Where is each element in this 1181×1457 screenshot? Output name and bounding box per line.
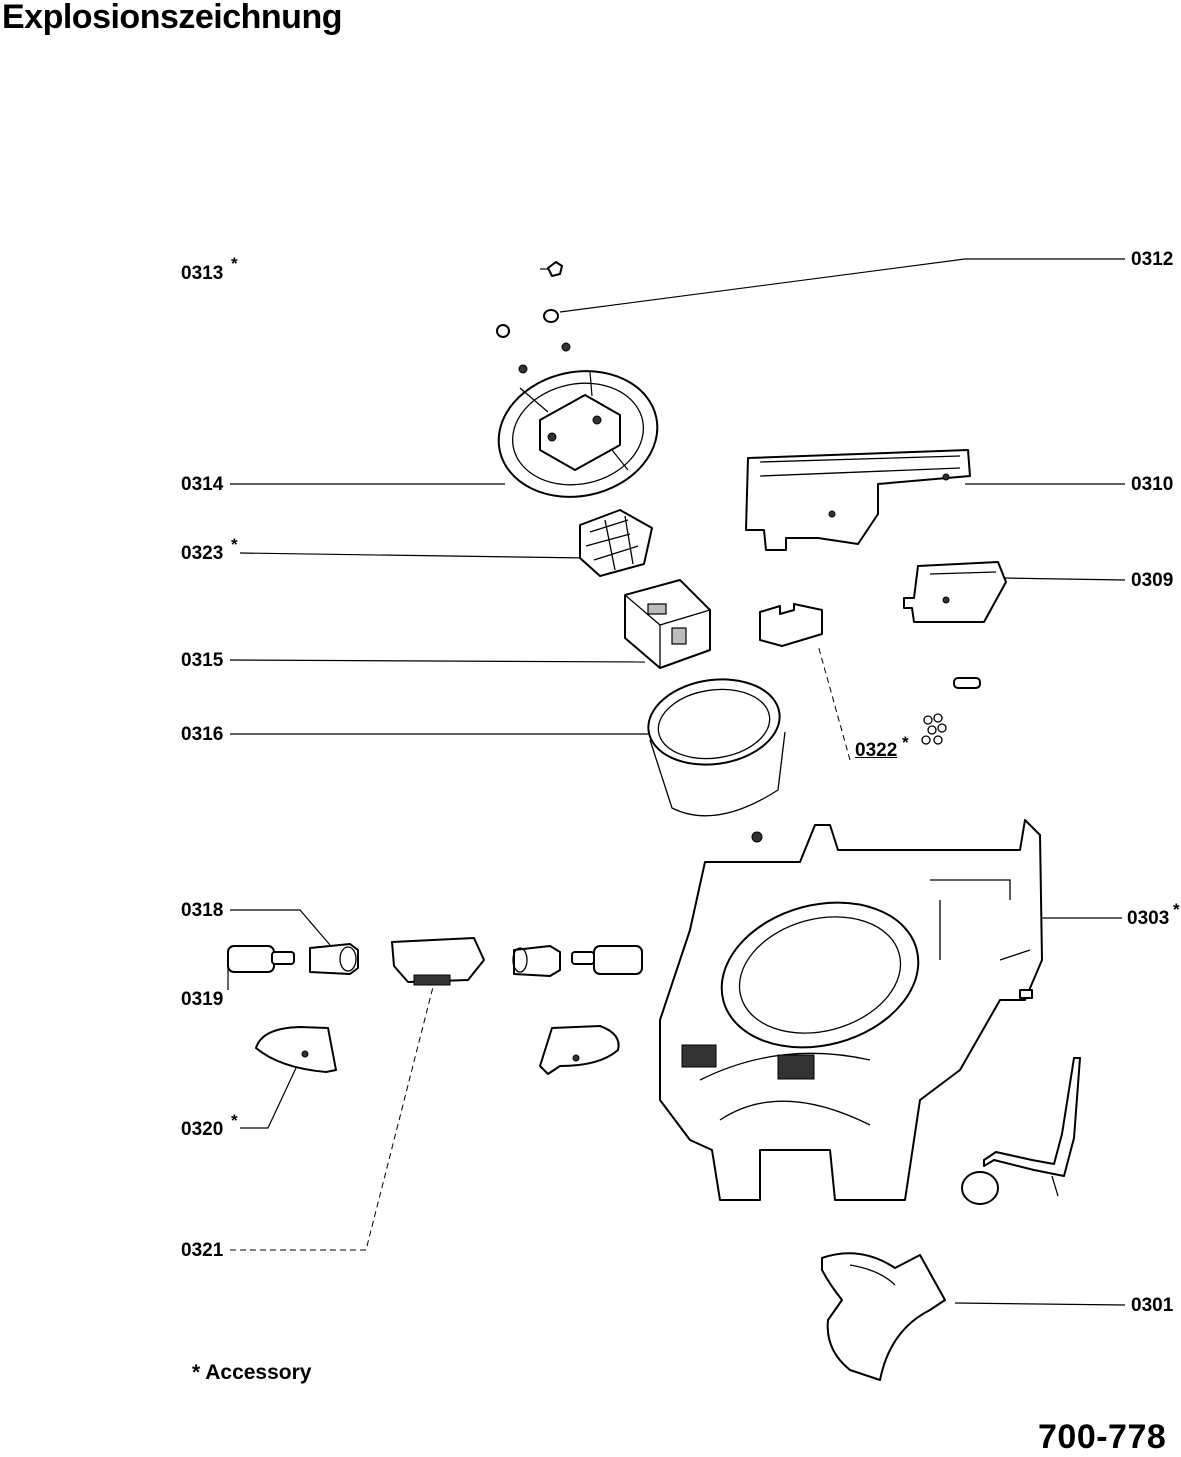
leader-0312 xyxy=(559,258,1125,313)
accessory-footnote: * Accessory xyxy=(192,1361,312,1384)
housing-0303 xyxy=(659,819,1043,1201)
label-0314: 0314 xyxy=(181,474,224,495)
label-0310: 0310 xyxy=(1131,474,1174,495)
label-0321: 0321 xyxy=(181,1240,224,1261)
label-0315: 0315 xyxy=(181,650,224,671)
fastener-parts xyxy=(496,261,571,374)
leader-0315 xyxy=(229,659,646,663)
leader-0301 xyxy=(954,1302,1126,1306)
small-parts xyxy=(751,677,981,843)
leader-0309 xyxy=(1002,577,1126,581)
deflector-0301 xyxy=(821,1252,946,1381)
label-0319: 0319 xyxy=(181,989,224,1010)
bracket-0309 xyxy=(903,561,1007,623)
leader-0318 xyxy=(230,909,331,946)
label-0303: 0303 xyxy=(1127,908,1170,929)
ring-0316 xyxy=(647,678,786,817)
block-0315 xyxy=(624,579,711,669)
flange-plate-0314 xyxy=(497,370,659,498)
filter-0323 xyxy=(579,509,653,577)
cover-0310 xyxy=(745,449,971,551)
page-title: Explosionszeichnung xyxy=(2,0,342,36)
label-0320: 0320 xyxy=(181,1119,224,1140)
axle-parts xyxy=(227,937,643,986)
accessory-mark-0323: * xyxy=(231,535,238,554)
fairing-parts-0320 xyxy=(255,1025,620,1075)
leader-0321 xyxy=(230,982,435,1251)
accessory-mark-0322: * xyxy=(902,733,909,752)
label-0316: 0316 xyxy=(181,724,224,745)
leader-0323 xyxy=(239,552,589,559)
label-0312: 0312 xyxy=(1131,249,1174,270)
leader-0320 xyxy=(240,1067,297,1129)
accessory-mark-0303: * xyxy=(1173,900,1180,919)
leader-lines xyxy=(227,258,1126,1306)
leader-0322 xyxy=(817,644,851,761)
label-0309: 0309 xyxy=(1131,570,1174,591)
document-number: 700-778 xyxy=(1038,1418,1167,1456)
label-0313: 0313 xyxy=(181,263,224,284)
label-0323: 0323 xyxy=(181,543,224,564)
accessory-mark-0320: * xyxy=(231,1111,238,1130)
label-0301: 0301 xyxy=(1131,1295,1174,1316)
lever-part xyxy=(961,1057,1081,1205)
accessory-mark-0313: * xyxy=(231,254,238,273)
label-0318: 0318 xyxy=(181,900,224,921)
label-0322: 0322 xyxy=(855,740,898,761)
block-0322 xyxy=(759,603,823,647)
